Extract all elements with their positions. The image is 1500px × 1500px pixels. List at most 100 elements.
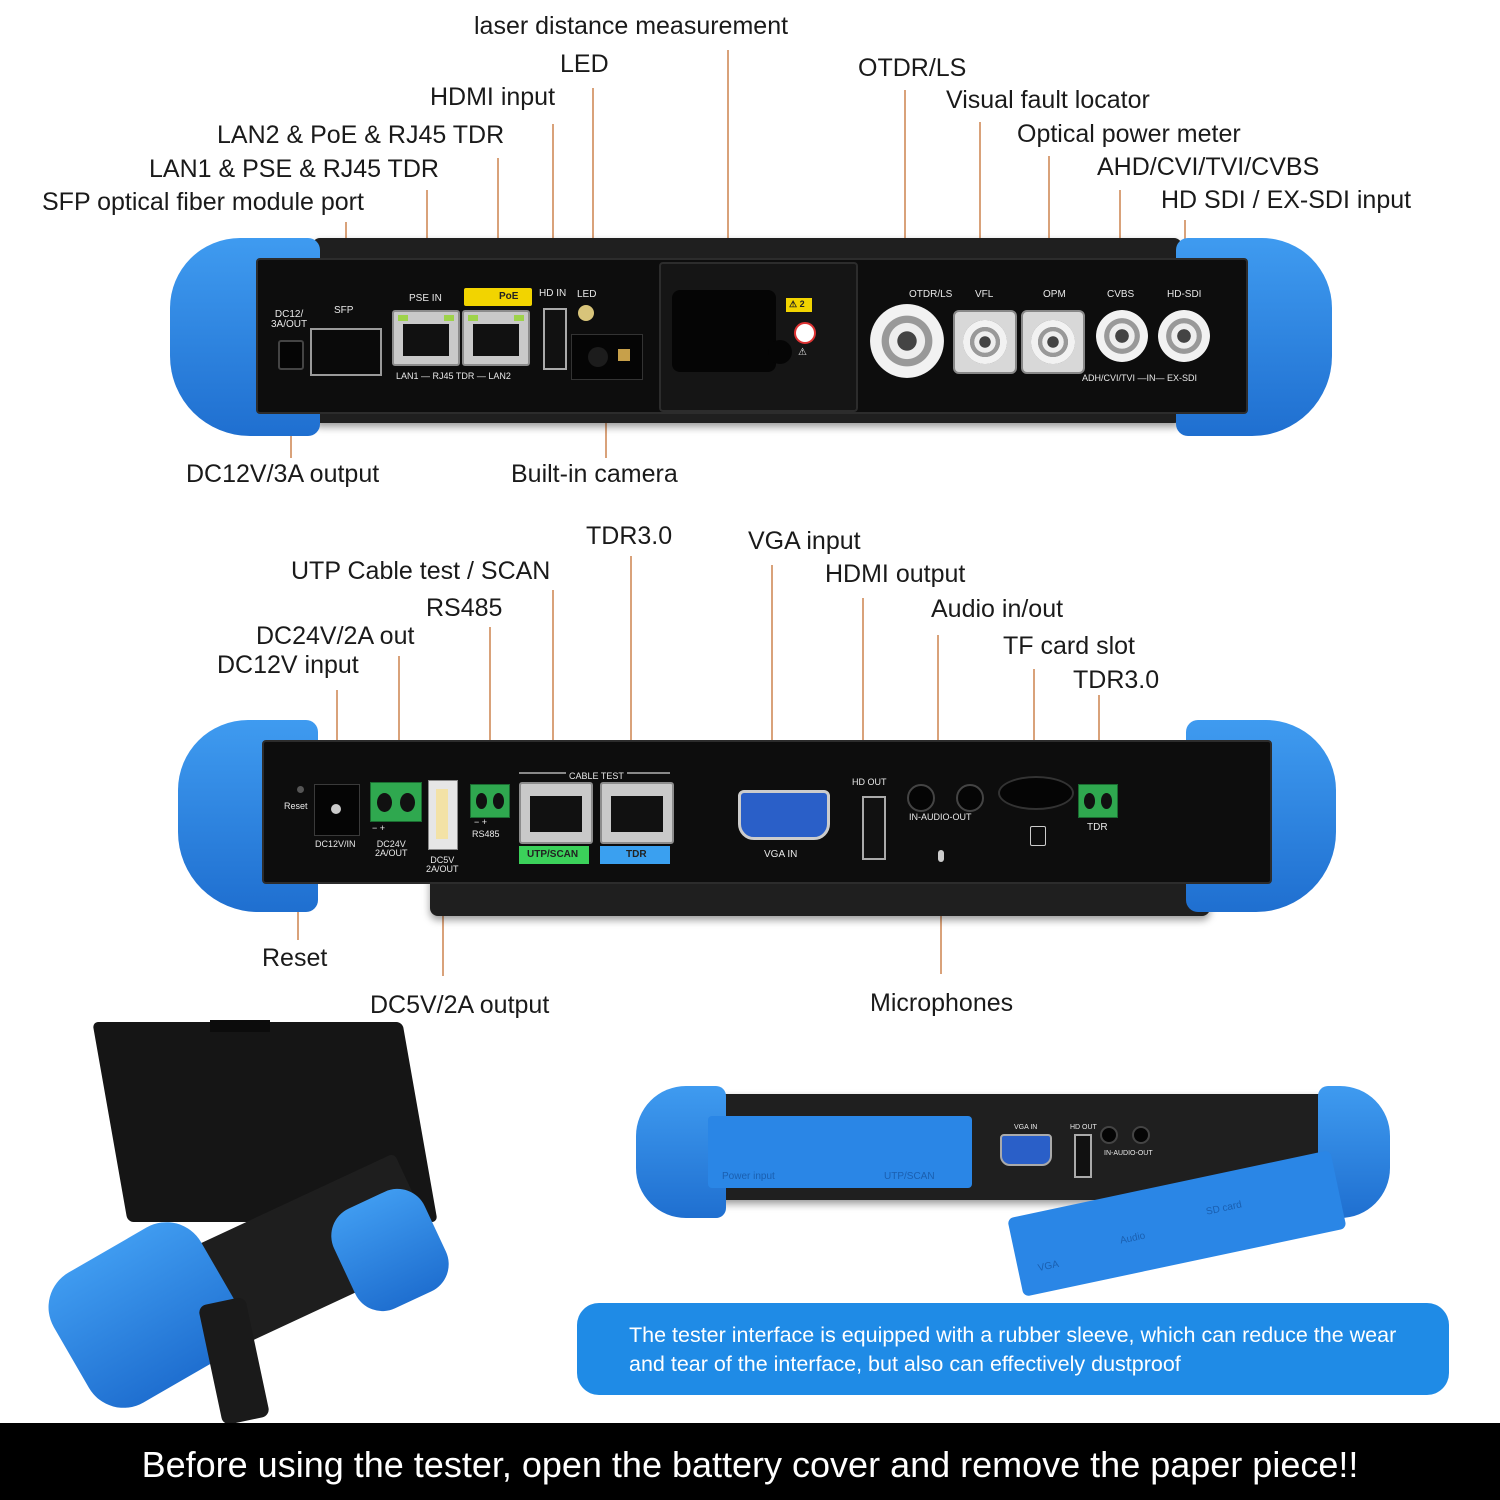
callout-tdr3-b: TDR3.0 xyxy=(1073,666,1160,694)
label-dc5v: DC5V 2A/OUT xyxy=(426,855,459,874)
rs485-terminal[interactable] xyxy=(470,784,510,818)
camera-window xyxy=(571,334,643,380)
sleeve-hdmi-port[interactable] xyxy=(1074,1134,1092,1178)
label-dc12vin: DC12V/IN xyxy=(315,839,356,849)
label-reset: Reset xyxy=(284,801,308,811)
laser-warning-label xyxy=(786,298,812,312)
callout-lan2: LAN2 & PoE & RJ45 TDR xyxy=(217,121,505,149)
lan1-port[interactable] xyxy=(392,310,460,366)
label-sleeve-utp: UTP/SCAN xyxy=(884,1171,935,1182)
audio-in-jack[interactable] xyxy=(907,784,935,812)
label-hd-sdi: HD-SDI xyxy=(1167,289,1202,300)
leader-audio xyxy=(937,635,939,762)
label-rj45-tdr: LAN1 — RJ45 TDR — LAN2 xyxy=(396,371,511,381)
leader-dc24 xyxy=(398,656,400,762)
callout-rs485: RS485 xyxy=(426,594,503,622)
callout-ahd: AHD/CVI/TVI/CVBS xyxy=(1097,153,1320,181)
callout-tdr3-a: TDR3.0 xyxy=(586,522,673,550)
label-power-input: Power input xyxy=(722,1171,775,1182)
leader-dc12-input xyxy=(336,690,338,762)
callout-vfl: Visual fault locator xyxy=(946,86,1150,114)
hd-sdi-port[interactable] xyxy=(1158,310,1210,362)
dc12-in-jack[interactable] xyxy=(314,784,360,836)
callout-utp: UTP Cable test / SCAN xyxy=(291,557,551,585)
microphone-icon xyxy=(938,850,944,862)
label-led: LED xyxy=(577,289,597,300)
usb-port[interactable] xyxy=(428,780,458,850)
leader-tdr3-a xyxy=(630,556,632,762)
warning-icon: ⚠ xyxy=(798,347,807,358)
label-sfp: SFP xyxy=(334,305,354,316)
reset-hole[interactable] xyxy=(297,786,304,793)
callout-vga-input: VGA input xyxy=(748,527,861,555)
laser-aperture xyxy=(768,340,792,364)
leader-rs485 xyxy=(489,627,491,762)
sleeve-notice-text: The tester interface is equipped with a … xyxy=(629,1323,1397,1376)
leader-vfl xyxy=(979,122,981,280)
tdr-port[interactable] xyxy=(600,782,674,844)
lan2-port[interactable] xyxy=(462,310,530,366)
leader-led xyxy=(592,88,594,306)
label-audio: IN-AUDIO-OUT xyxy=(909,812,972,822)
label-bnc-caption: ADH/CVI/TVI —IN— EX-SDI xyxy=(1082,373,1198,383)
sfp-port[interactable] xyxy=(310,328,382,376)
tdr-terminal[interactable] xyxy=(1078,784,1118,818)
sleeve-audio-in[interactable] xyxy=(1100,1126,1118,1144)
sd-card-icon xyxy=(1030,826,1046,846)
tf-card-slot[interactable] xyxy=(998,776,1074,810)
label-hd-in: HD IN xyxy=(539,288,567,299)
otdr-port[interactable] xyxy=(870,304,944,378)
label-dc24v: DC24V 2A/OUT xyxy=(375,839,408,858)
label-cvbs: CVBS xyxy=(1107,289,1135,300)
poe-badge xyxy=(464,288,532,306)
label-pm-dc24: − + xyxy=(372,823,386,833)
led-lamp xyxy=(578,305,594,321)
rubber-sleeve-closed[interactable] xyxy=(708,1116,972,1188)
leader-dc5 xyxy=(442,876,444,976)
label-tdr-right: TDR xyxy=(1087,822,1108,833)
label-vfl: VFL xyxy=(975,289,994,300)
leader-lan2 xyxy=(497,158,499,280)
hdmi-in-port[interactable] xyxy=(543,308,567,370)
leader-lan1 xyxy=(426,190,428,280)
vfl-port[interactable] xyxy=(953,310,1017,374)
audio-out-jack[interactable] xyxy=(956,784,984,812)
lid-tab xyxy=(210,1020,270,1032)
no-look-icon xyxy=(794,322,816,344)
callout-led: LED xyxy=(560,50,609,78)
leader-utp xyxy=(552,590,554,762)
leader-laser xyxy=(727,50,729,280)
leader-camera xyxy=(605,392,607,458)
utp-scan-port[interactable] xyxy=(519,782,593,844)
callout-camera: Built-in camera xyxy=(511,460,678,488)
label-opm: OPM xyxy=(1043,289,1066,300)
vga-port[interactable] xyxy=(738,790,830,840)
label-rs485: RS485 xyxy=(472,829,500,839)
label-hd-out: HD OUT xyxy=(852,777,887,787)
leader-tf xyxy=(1033,669,1035,762)
dc24-terminal[interactable] xyxy=(370,782,422,822)
leader-otdr xyxy=(904,90,906,280)
label-tdr: TDR xyxy=(626,849,647,860)
opm-port[interactable] xyxy=(1021,310,1085,374)
sleeve-vga-port[interactable] xyxy=(1000,1134,1052,1166)
leader-microphones xyxy=(940,862,942,974)
sleeve-audio-out[interactable] xyxy=(1132,1126,1150,1144)
callout-lan1: LAN1 & PSE & RJ45 TDR xyxy=(149,155,439,183)
callout-opm: Optical power meter xyxy=(1017,120,1241,148)
callout-hdmi-input: HDMI input xyxy=(430,83,556,111)
leader-vga xyxy=(771,565,773,762)
label-dc12: DC12/ 3A/OUT xyxy=(271,309,308,330)
label-utp-scan: UTP/SCAN xyxy=(527,849,579,860)
callout-dc5: DC5V/2A output xyxy=(370,991,550,1019)
leader-tdr3-b xyxy=(1098,695,1100,762)
sleeve-notice: The tester interface is equipped with a … xyxy=(577,1303,1449,1395)
hdmi-out-port[interactable] xyxy=(862,796,886,860)
callout-laser: laser distance measurement xyxy=(474,12,789,40)
label-sleeve-audio: IN-AUDIO-OUT xyxy=(1104,1150,1153,1157)
label-poe: PoE xyxy=(499,291,519,302)
label-sleeve-vga: VGA IN xyxy=(1014,1124,1038,1131)
cvbs-port[interactable] xyxy=(1096,310,1148,362)
dc12-jack[interactable] xyxy=(278,340,304,370)
tdr-badge xyxy=(600,846,670,864)
